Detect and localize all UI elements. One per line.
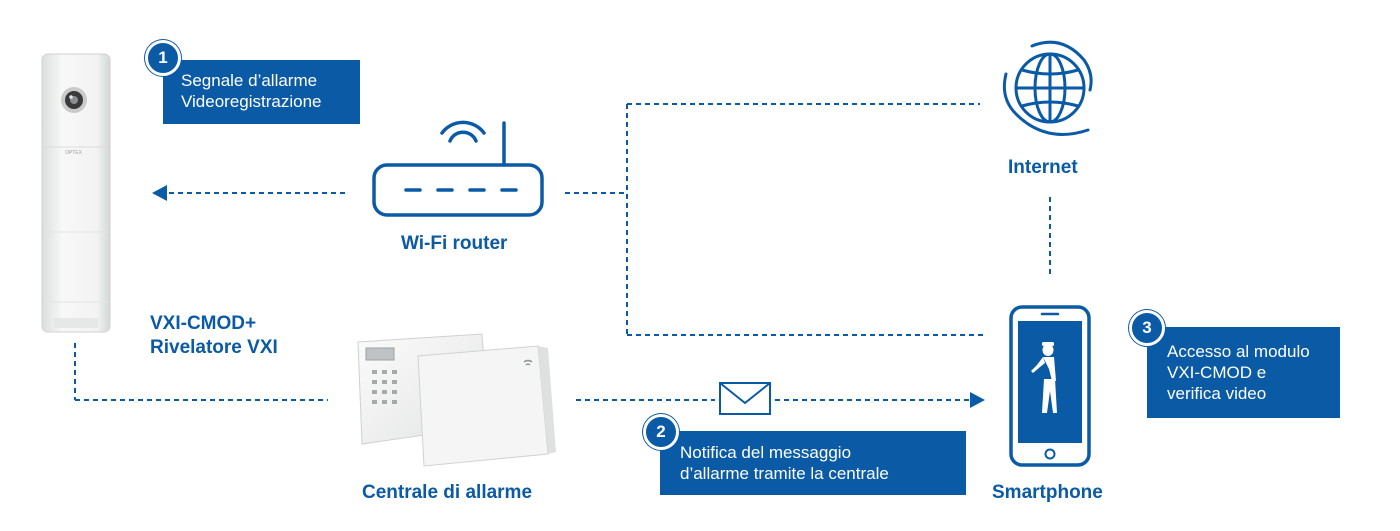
step-1-box: Segnale d’allarme Videoregistrazione <box>163 60 360 124</box>
wifi-router-icon <box>372 120 544 217</box>
wifi-router <box>368 95 548 225</box>
step-3-box: Accesso al modulo VXI-CMOD e verifica vi… <box>1147 327 1340 418</box>
step-3-line1: Accesso al modulo <box>1167 342 1310 361</box>
step-1-badge: 1 <box>145 40 181 76</box>
camera-label-line1: VXI-CMOD+ <box>150 313 257 334</box>
camera-brand-text: OPTEX <box>65 150 82 156</box>
internet-label: Internet <box>1008 157 1078 178</box>
step-1-line1: Segnale d’allarme <box>181 71 318 90</box>
router-label: Wi-Fi router <box>401 233 508 254</box>
step-2-line1: Notifica del messaggio <box>680 443 852 462</box>
step-3-line3: verifica video <box>1167 384 1267 403</box>
envelope-icon <box>719 382 771 415</box>
step-2-line2: d’allarme tramite la centrale <box>680 464 889 483</box>
smartphone-icon <box>1009 305 1091 467</box>
step-3-badge: 3 <box>1129 310 1165 346</box>
camera-detector: OPTEX <box>40 52 112 334</box>
smartphone-label: Smartphone <box>992 482 1103 503</box>
step-2-box: Notifica del messaggio d’allarme tramite… <box>660 431 966 495</box>
control-panel <box>352 330 562 470</box>
arrowhead-left <box>152 185 167 201</box>
camera-label-line2: Rivelatore VXI <box>150 337 278 358</box>
step-2-badge: 2 <box>643 414 679 450</box>
smartphone <box>1009 305 1091 467</box>
step-3-line2: VXI-CMOD e <box>1167 363 1267 382</box>
control-panel-label: Centrale di allarme <box>362 482 533 503</box>
globe-icon <box>1002 40 1093 136</box>
arrowhead-right <box>970 392 985 408</box>
step-1-line2: Videoregistrazione <box>181 92 322 111</box>
internet-globe <box>1002 40 1098 145</box>
camera-label: VXI-CMOD+ Rivelatore VXI <box>150 312 278 360</box>
